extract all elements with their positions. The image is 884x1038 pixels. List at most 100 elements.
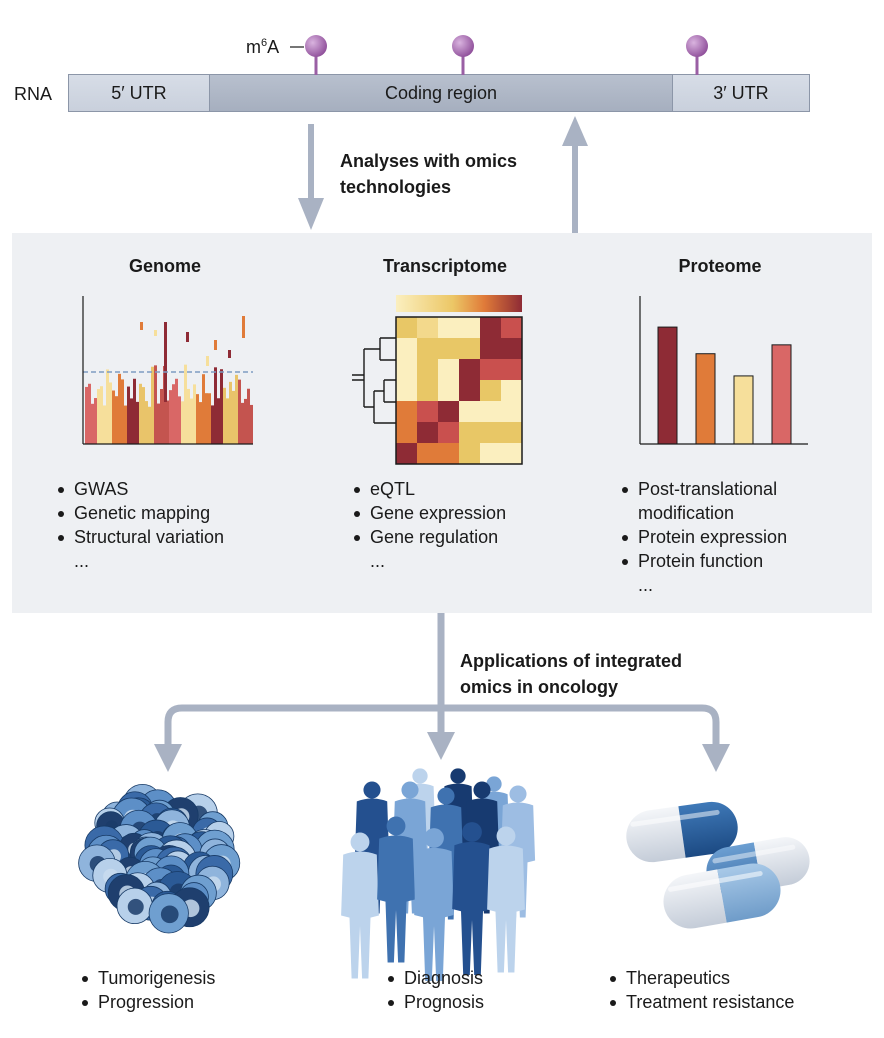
arrow-up-icon	[562, 116, 588, 234]
manhattan-column	[241, 402, 244, 444]
list-more: ...	[638, 575, 654, 595]
heatmap-cell	[501, 422, 522, 443]
manhattan-column	[232, 390, 235, 444]
heatmap-cell	[417, 401, 438, 422]
heatmap-cell	[438, 401, 459, 422]
utr5-segment: 5′ UTR	[68, 74, 210, 112]
manhattan-column	[223, 387, 226, 444]
heatmap-cell	[438, 443, 459, 464]
heatmap-cell	[438, 359, 459, 380]
manhattan-column	[214, 367, 217, 444]
person-head	[350, 832, 370, 852]
heatmap-cell	[459, 401, 480, 422]
analyses-line-2: technologies	[340, 177, 452, 197]
applications-line-1: Applications of integrated	[460, 651, 683, 671]
person-head	[509, 785, 527, 803]
manhattan-peak	[164, 322, 167, 402]
manhattan-column	[217, 398, 220, 444]
capsule-1	[626, 801, 738, 863]
applications-label: Applications of integrated omics in onco…	[460, 648, 682, 700]
list-item: Therapeutics	[608, 966, 794, 990]
heatmap-cell	[480, 359, 501, 380]
manhattan-column	[181, 401, 184, 444]
manhattan-column	[127, 386, 130, 444]
crowd-people	[341, 768, 536, 981]
manhattan-peak	[214, 340, 217, 350]
manhattan-column	[148, 406, 151, 444]
heatmap-cell	[459, 317, 480, 338]
manhattan-column	[88, 383, 91, 444]
heatmap-cell	[417, 380, 438, 401]
person-body	[487, 845, 525, 973]
person-head	[363, 781, 381, 799]
heatmap-cell	[459, 380, 480, 401]
manhattan-column	[118, 373, 121, 444]
heatmap-cell	[417, 338, 438, 359]
heatmap-border	[395, 316, 523, 465]
list-item: Diagnosis	[386, 966, 484, 990]
heatmap-cell	[480, 380, 501, 401]
list-item: Post-translational	[620, 477, 787, 501]
utr5-label: 5′ UTR	[111, 82, 167, 103]
manhattan-column	[160, 389, 163, 444]
manhattan-column	[133, 378, 136, 444]
heatmap-cell	[501, 380, 522, 401]
manhattan-column	[169, 390, 172, 444]
list-item: GWAS	[56, 477, 224, 501]
manhattan-column	[199, 402, 202, 444]
manhattan-column	[157, 403, 160, 444]
heatmap-cell	[480, 443, 501, 464]
heatmap-cell	[480, 317, 501, 338]
arrow-center-down-icon	[427, 732, 455, 760]
manhattan-column	[94, 398, 97, 444]
heatmap-cell	[396, 443, 417, 464]
patient-application-list: Diagnosis Prognosis	[386, 966, 484, 1014]
heatmap-dendrogram	[352, 337, 396, 424]
heatmap-cell	[396, 422, 417, 443]
manhattan-column	[154, 365, 157, 444]
m6a-markers	[290, 35, 708, 75]
list-item: Structural variation	[56, 525, 224, 549]
person-head	[386, 816, 406, 836]
m6a-tail: A	[267, 37, 280, 57]
tumor-cell-nucleus	[127, 898, 144, 915]
analyses-label: Analyses with omics technologies	[340, 148, 517, 200]
list-item: Progression	[80, 990, 215, 1014]
arrow-right-down-icon	[702, 744, 730, 772]
heatmap-cell	[396, 380, 417, 401]
person-head	[412, 768, 428, 784]
list-item: Prognosis	[386, 990, 484, 1014]
person-head	[450, 768, 466, 784]
genome-title: Genome	[128, 256, 202, 276]
manhattan-peak	[140, 322, 143, 330]
manhattan-column	[187, 388, 190, 444]
arrow-left-down-icon	[154, 744, 182, 772]
rna-label: RNA	[14, 84, 53, 104]
m6a-sup: 6	[261, 37, 268, 49]
manhattan-column	[91, 403, 94, 444]
heatmap-cell	[480, 338, 501, 359]
manhattan-column	[193, 384, 196, 444]
heatmap-cell	[459, 359, 480, 380]
arrow-down-icon	[298, 124, 324, 230]
heatmap-cell	[396, 401, 417, 422]
heatmap-cell	[438, 338, 459, 359]
heatmap-cells	[396, 317, 522, 464]
manhattan-peak	[206, 356, 209, 366]
utr3-label: 3′ UTR	[713, 82, 769, 103]
manhattan-peak	[242, 316, 245, 338]
heatmap-cell	[396, 338, 417, 359]
person-body	[377, 835, 415, 963]
manhattan-column	[130, 398, 133, 444]
list-item: eQTL	[352, 477, 506, 501]
analyses-line-1: Analyses with omics	[340, 151, 518, 171]
manhattan-column	[244, 398, 247, 444]
manhattan-column	[172, 384, 175, 444]
heatmap-cell	[396, 359, 417, 380]
m6a-label: m6A	[246, 37, 279, 58]
person-head	[424, 828, 444, 848]
manhattan-column	[151, 366, 154, 444]
list-more: ...	[74, 551, 90, 571]
